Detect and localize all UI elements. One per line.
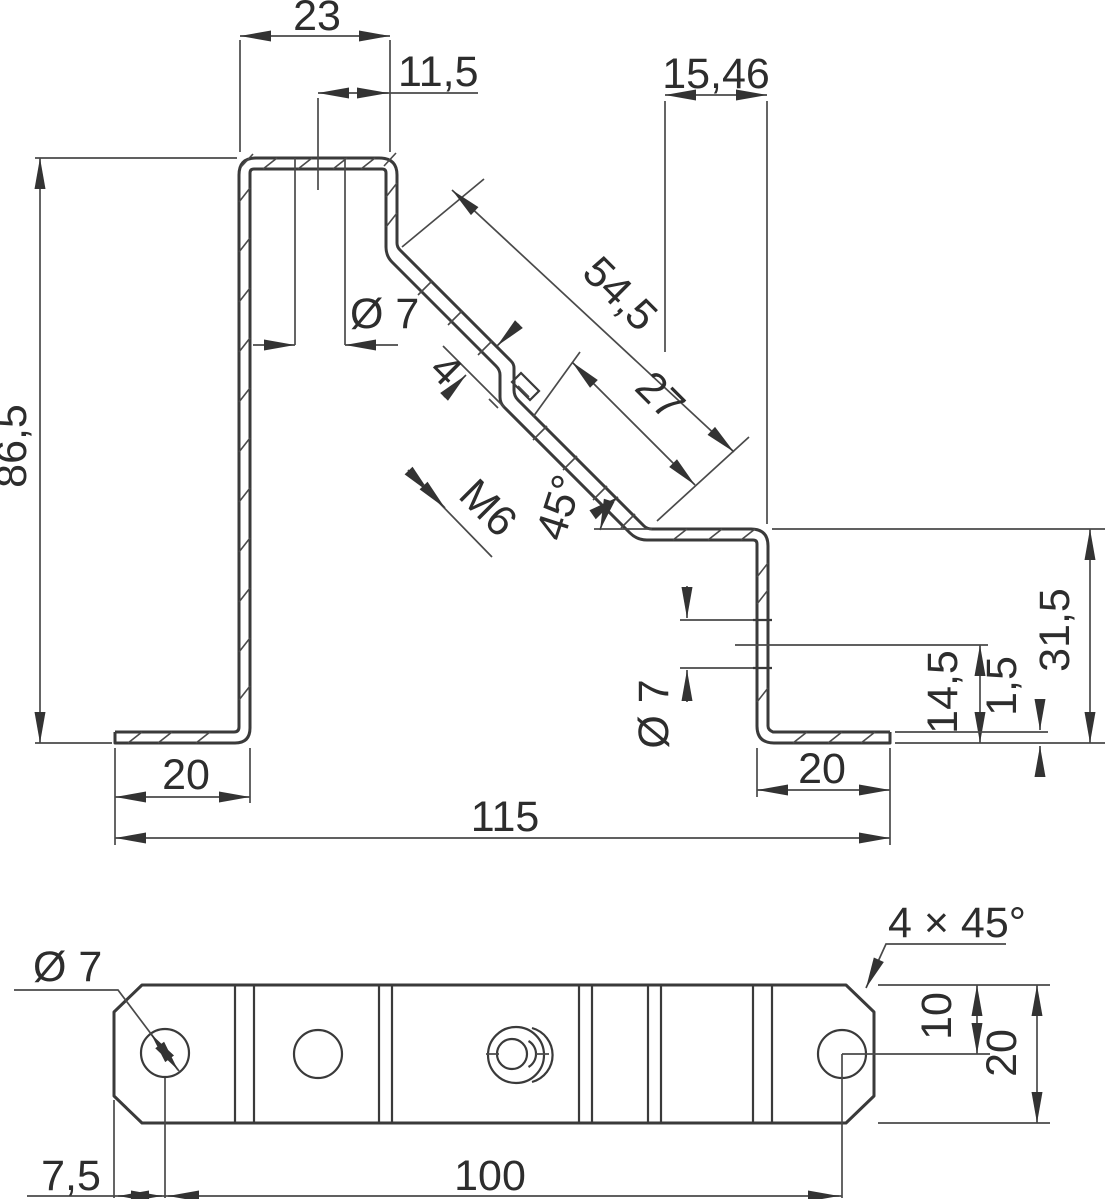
section-hatch-ticks: [127, 152, 876, 744]
dim-joggle-depth: 4: [420, 320, 523, 408]
dim-overall-width: 115: [115, 748, 891, 845]
dim-corner-chamfer-label: 4 × 45°: [888, 899, 1026, 947]
dim-top-width-label: 23: [293, 0, 341, 40]
dim-wall-hole-height-label: 14,5: [919, 650, 967, 734]
dim-hole-to-edge-label: 10: [913, 992, 961, 1040]
plan-bend-lines: [233, 985, 774, 1123]
dim-top-width: 23: [239, 0, 391, 152]
dim-strip-width-label: 20: [978, 1029, 1026, 1077]
dim-plan-hole: Ø 7: [14, 943, 180, 1072]
dim-thread: M6: [404, 466, 526, 558]
dim-right-foot: 20: [756, 745, 890, 797]
dim-sheet-thickness: 1,5: [895, 656, 1048, 777]
plan-outline: [112, 983, 876, 1125]
dim-left-foot: 20: [114, 748, 251, 845]
dim-hole-to-edge: 10: [842, 984, 1050, 1055]
dim-flange-lower-length-label: 27: [626, 362, 694, 430]
dim-hole-offset-label: 11,5: [398, 48, 479, 96]
dim-wall-hole-label: Ø 7: [630, 679, 678, 748]
dim-hole-offset: 11,5: [317, 48, 479, 190]
plan-view: Ø 7 4 × 45° 10 20: [14, 899, 1050, 1199]
dim-hole-positions: 7,5 100: [27, 1054, 843, 1199]
dim-wall-hole-height: 14,5: [919, 645, 986, 743]
side-view-outline-outer: [113, 167, 892, 745]
dim-sheet-thickness-label: 1,5: [978, 656, 1026, 716]
dim-right-height-label: 31,5: [1031, 588, 1079, 672]
plan-m6-nut: [486, 1025, 554, 1085]
side-view-outline-inner: [115, 156, 890, 734]
dim-overall-height-label: 86,5: [0, 404, 36, 488]
dim-thread-label: M6: [450, 470, 526, 546]
dim-bend-angle-label: 45°: [527, 469, 593, 546]
dim-flange-length-label: 54,5: [573, 248, 666, 341]
dim-overall-height: 86,5: [0, 157, 237, 744]
dim-corner-chamfer: 4 × 45°: [865, 899, 1026, 989]
dim-hole-end-offset-label: 7,5: [41, 1152, 101, 1199]
dim-flange-tip-offset-label: 15,46: [662, 50, 770, 98]
dim-left-foot-label: 20: [162, 751, 210, 799]
dim-flange-lower-length: 27: [532, 351, 696, 486]
dim-plan-hole-label: Ø 7: [33, 943, 102, 991]
dim-joggle-depth-label: 4: [420, 345, 471, 396]
dim-flange-tip-offset: 15,46: [662, 50, 770, 524]
dim-flange-hole: Ø 7: [253, 290, 419, 351]
plan-hole-left: [139, 1027, 191, 1079]
dim-overall-width-label: 115: [471, 793, 540, 841]
side-section-view: 23 11,5 15,46 86,5 Ø 7: [0, 0, 1105, 845]
dim-right-foot-label: 20: [798, 745, 846, 793]
dim-right-height: 31,5: [772, 528, 1105, 744]
dim-strip-width: 20: [878, 985, 1050, 1124]
dim-hole-spacing-label: 100: [454, 1152, 526, 1199]
dim-wall-hole: Ø 7: [630, 586, 753, 749]
top-flange-hole: [294, 158, 346, 345]
plan-hole-second: [292, 1028, 344, 1080]
right-wall-hole: [753, 618, 772, 670]
dim-flange-hole-label: Ø 7: [350, 290, 419, 338]
